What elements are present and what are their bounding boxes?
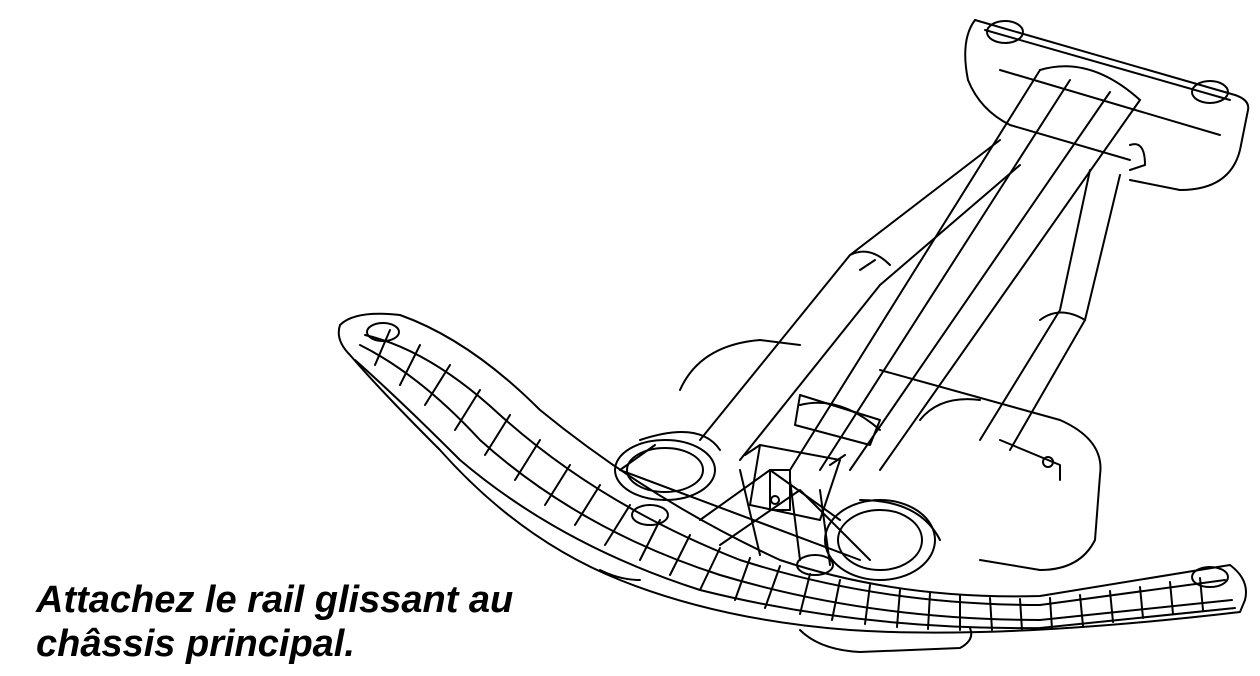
rail-bracket [619, 469, 871, 566]
center-latch [744, 394, 881, 521]
right-strut [979, 169, 1121, 451]
left-wheel [614, 339, 801, 501]
main-beam [789, 65, 1141, 471]
caption-line-2: châssis principal. [36, 623, 355, 665]
instruction-caption: Attachez le rail glissant au châssis pri… [36, 578, 556, 666]
left-strut [699, 139, 1021, 461]
rear-t-bar [964, 19, 1250, 191]
caption-line-1: Attachez le rail glissant au [36, 579, 514, 621]
curved-slide-rail [337, 312, 1247, 634]
lower-support [599, 569, 973, 653]
right-wheel [824, 398, 981, 581]
base-plate [879, 369, 1102, 571]
